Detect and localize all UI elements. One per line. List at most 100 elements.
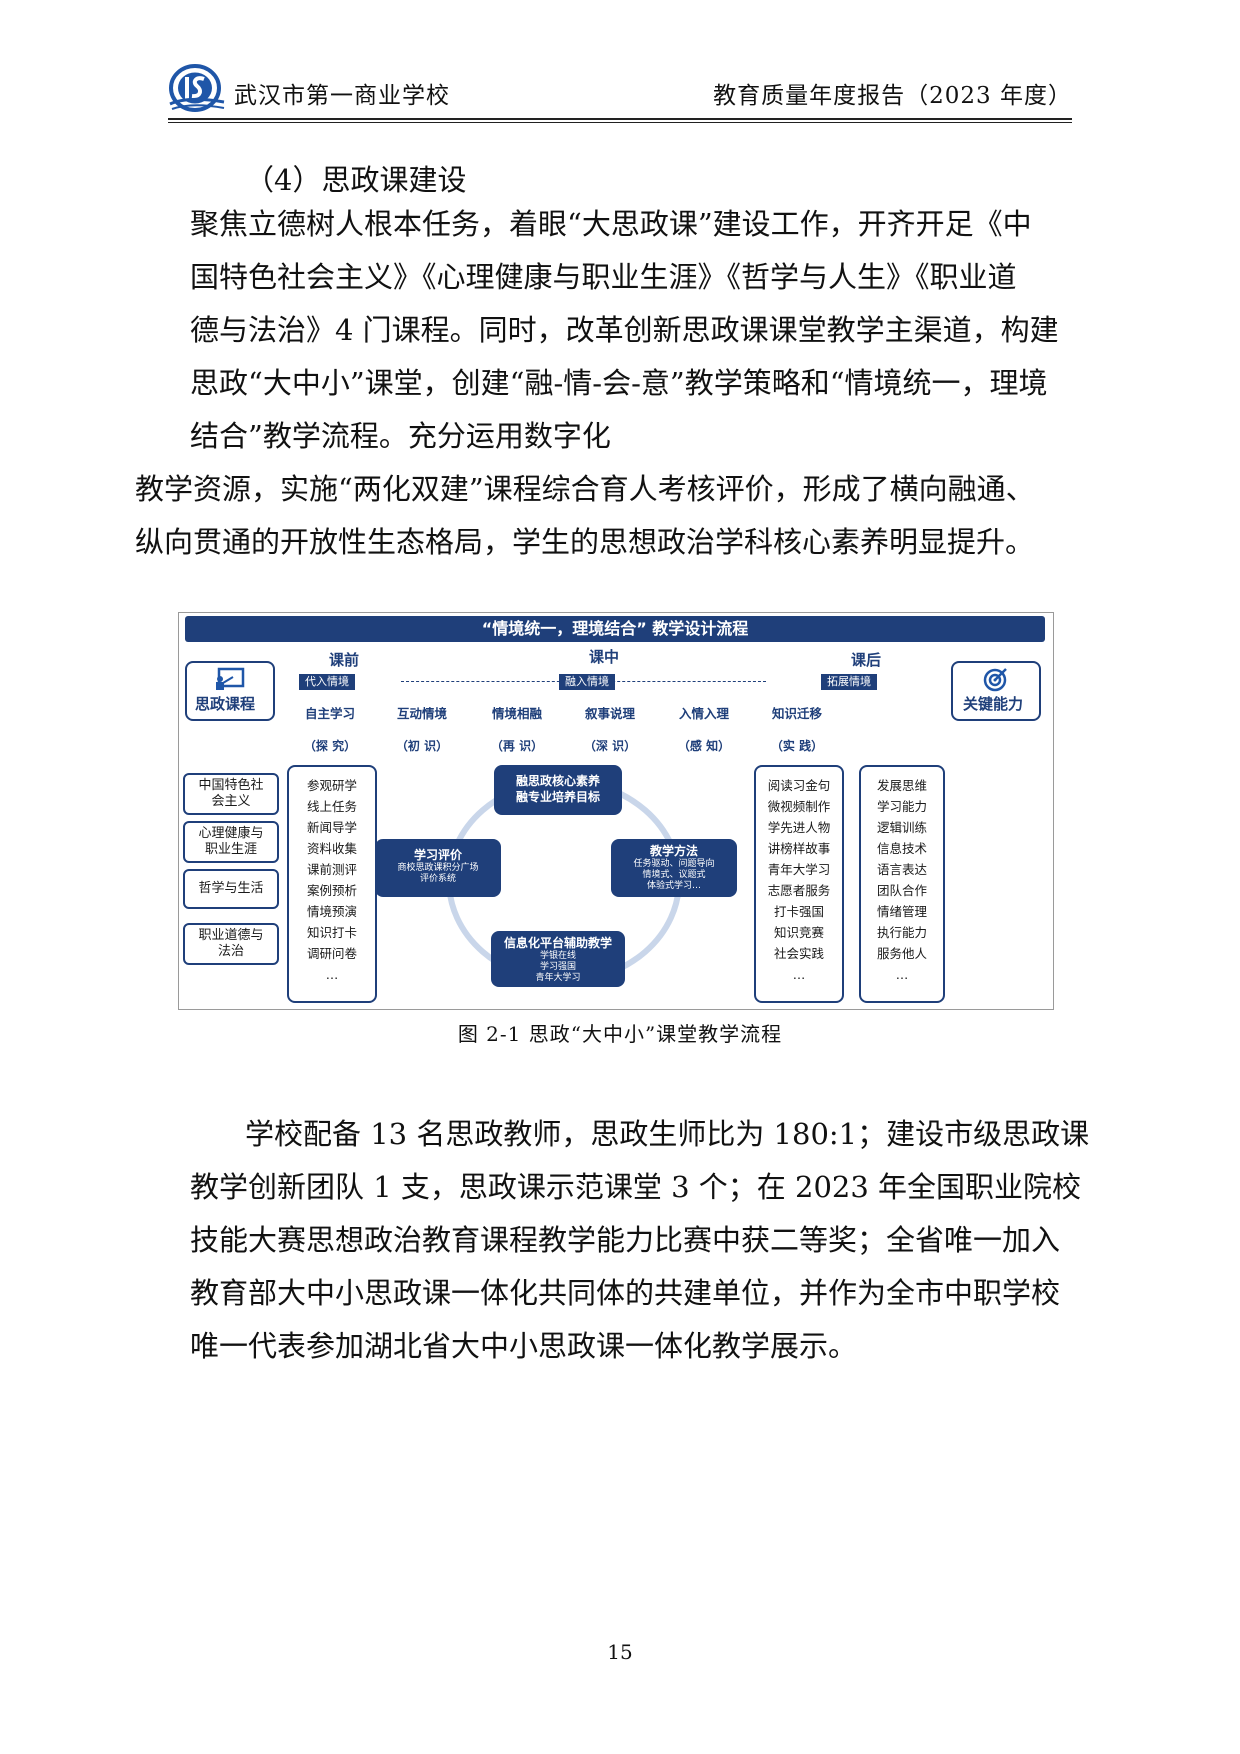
ideology-course-box: 思政课程 xyxy=(185,661,275,721)
node-sub: 融专业培养目标 xyxy=(515,790,600,804)
course-line: 法治 xyxy=(217,944,244,959)
paragraph-line: 教学创新团队 1 支，思政课示范课堂 3 个；在 2023 年全国职业院校 xyxy=(190,1170,1082,1204)
paragraph-line: 国特色社会主义》《心理健康与职业生涯》《哲学与人生》《职业道 xyxy=(190,260,1017,294)
school-name: 武汉市第一商业学校 xyxy=(234,83,450,109)
stage-name: 情境相融 xyxy=(491,706,542,721)
teaching-board-icon xyxy=(216,667,245,690)
list-item: … xyxy=(792,967,806,982)
report-title: 教育质量年度报告（2023 年度） xyxy=(713,83,1072,109)
node-sub: 任务驱动、问题导向 xyxy=(633,859,715,869)
node-sub: 商校思政课积分广场 xyxy=(397,863,479,873)
header-rule xyxy=(168,118,1072,120)
list-item: 调研问卷 xyxy=(306,946,357,961)
course-line: 中国特色社 xyxy=(198,778,264,793)
list-item: 青年大学习 xyxy=(767,862,831,877)
node-sub: 学习强国 xyxy=(539,962,576,972)
node-sub: 学银在线 xyxy=(539,951,576,961)
paragraph-line: 教育部大中小思政课一体化共同体的共建单位，并作为全市中职学校 xyxy=(190,1276,1061,1310)
list-item: 情绪管理 xyxy=(876,904,927,919)
node-title: 融思政核心素养 xyxy=(515,774,600,788)
header-rule-thin xyxy=(168,122,1072,123)
paragraph-line: 思政“大中小”课堂，创建“融-情-会-意”教学策略和“情境统一，理境 xyxy=(190,366,1048,400)
stage-sub: （探 究） xyxy=(303,739,357,753)
list-item: 语言表达 xyxy=(876,862,927,877)
stage-name: 知识迁移 xyxy=(771,706,822,721)
list-item: 打卡强国 xyxy=(773,904,824,919)
node-teaching-method: 教学方法 任务驱动、问题导向 情境式、议题式 体验式学习… xyxy=(611,839,737,897)
node-learning-evaluation: 学习评价 商校思政课积分广场 评价系统 xyxy=(375,839,501,897)
post-class-list: 阅读习金句 微视频制作 学先进人物 讲榜样故事 青年大学习 志愿者服务 打卡强国… xyxy=(754,765,844,1003)
stage-sub: （感 知） xyxy=(677,739,731,753)
course-socialism: 中国特色社 会主义 xyxy=(183,773,279,815)
key-ability-label: 关键能力 xyxy=(963,695,1024,713)
list-item: 执行能力 xyxy=(876,925,927,940)
paragraph-line: 德与法治》4 门课程。同时，改革创新思政课课堂教学主渠道，构建 xyxy=(190,313,1059,347)
list-item: … xyxy=(325,967,339,982)
list-item: 线上任务 xyxy=(306,799,357,814)
node-title: 教学方法 xyxy=(649,844,698,858)
stage-sub: （深 识） xyxy=(583,739,637,753)
list-item: … xyxy=(895,967,909,982)
figure-title: “情境统一，理境结合” 教学设计流程 xyxy=(185,616,1045,642)
ideology-course-label: 思政课程 xyxy=(195,695,256,713)
paragraph-line: 聚焦立德树人根本任务，着眼“大思政课”建设工作，开齐开足《中 xyxy=(190,207,1032,241)
pre-class-list: 参观研学 线上任务 新闻导学 资料收集 课前测评 案例预析 情境预演 知识打卡 … xyxy=(287,765,377,1003)
course-mental-health: 心理健康与 职业生涯 xyxy=(183,821,279,863)
course-ethics-law: 职业道德与 法治 xyxy=(183,923,279,965)
course-line: 心理健康与 xyxy=(198,826,264,841)
paragraph-line: 学校配备 13 名思政教师，思政生师比为 180:1；建设市级思政课 xyxy=(245,1117,1090,1151)
node-core-literacy: 融思政核心素养 融专业培养目标 xyxy=(494,765,622,815)
tag-pre: 代入情境 xyxy=(299,674,355,690)
tag-post: 拓展情境 xyxy=(821,674,877,690)
tag-mid: 融入情境 xyxy=(559,674,615,690)
paragraph-line: 结合”教学流程。充分运用数字化 xyxy=(190,419,611,453)
paragraph-line: 技能大赛思想政治教育课程教学能力比赛中获二等奖；全省唯一加入 xyxy=(190,1223,1061,1257)
list-item: 课前测评 xyxy=(306,862,357,877)
paragraph-line: 唯一代表参加湖北省大中小思政课一体化教学展示。 xyxy=(190,1329,858,1363)
node-sub: 体验式学习… xyxy=(646,881,701,891)
phase-post: 课后 xyxy=(851,651,882,669)
course-line: 职业道德与 xyxy=(198,928,264,943)
paragraph-line: 纵向贯通的开放性生态格局，学生的思想政治学科核心素养明显提升。 xyxy=(135,525,1035,559)
list-item: 知识竞赛 xyxy=(773,925,824,940)
node-sub: 评价系统 xyxy=(419,874,456,884)
list-item: 逻辑训练 xyxy=(876,820,927,835)
node-digital-platform: 信息化平台辅助教学 学银在线 学习强国 青年大学习 xyxy=(491,931,625,987)
teaching-flow-figure: “情境统一，理境结合” 教学设计流程 课前 课中 课后 代入情境 融入情境 拓展… xyxy=(178,612,1054,1010)
list-item: 信息技术 xyxy=(876,841,927,856)
stage-name: 自主学习 xyxy=(304,706,355,721)
list-item: 阅读习金句 xyxy=(767,778,831,793)
list-item: 发展思维 xyxy=(876,778,927,793)
list-item: 讲榜样故事 xyxy=(767,841,831,856)
stage-sub: （初 识） xyxy=(395,739,449,753)
list-item: 服务他人 xyxy=(876,946,927,961)
phase-mid: 课中 xyxy=(589,648,620,666)
list-item: 情境预演 xyxy=(306,904,357,919)
course-line: 会主义 xyxy=(211,794,251,809)
list-item: 知识打卡 xyxy=(306,925,357,940)
stage-sub: （实 践） xyxy=(770,739,824,753)
list-item: 学先进人物 xyxy=(767,820,831,835)
page-number: 15 xyxy=(607,1640,633,1664)
list-item: 社会实践 xyxy=(773,946,824,961)
paragraph-line: 教学资源，实施“两化双建”课程综合育人考核评价，形成了横向融通、 xyxy=(135,472,1035,506)
stage-name: 互动情境 xyxy=(396,706,447,721)
list-item: 案例预析 xyxy=(306,883,357,898)
ability-list: 发展思维 学习能力 逻辑训练 信息技术 语言表达 团队合作 情绪管理 执行能力 … xyxy=(859,765,945,1003)
course-line: 职业生涯 xyxy=(204,842,257,857)
paragraph-2: 学校配备 13 名思政教师，思政生师比为 180:1；建设市级思政课 教学创新团… xyxy=(190,1108,1090,1373)
section-heading: （4）思政课建设 xyxy=(245,163,467,197)
phase-pre: 课前 xyxy=(329,651,360,669)
list-item: 新闻导学 xyxy=(306,820,357,835)
node-title: 学习评价 xyxy=(413,848,462,862)
list-item: 志愿者服务 xyxy=(767,883,831,898)
course-philosophy: 哲学与生活 xyxy=(183,869,279,909)
stage-name: 叙事说理 xyxy=(584,706,635,721)
list-item: 微视频制作 xyxy=(767,799,831,814)
paragraph-1: 聚焦立德树人根本任务，着眼“大思政课”建设工作，开齐开足《中 国特色社会主义》《… xyxy=(135,198,1070,569)
list-item: 参观研学 xyxy=(306,778,357,793)
key-ability-box: 关键能力 xyxy=(951,661,1041,721)
page-header: 武汉市第一商业学校 教育质量年度报告（2023 年度） xyxy=(168,62,1072,123)
node-sub: 情境式、议题式 xyxy=(642,870,706,880)
school-logo-icon xyxy=(169,64,225,112)
